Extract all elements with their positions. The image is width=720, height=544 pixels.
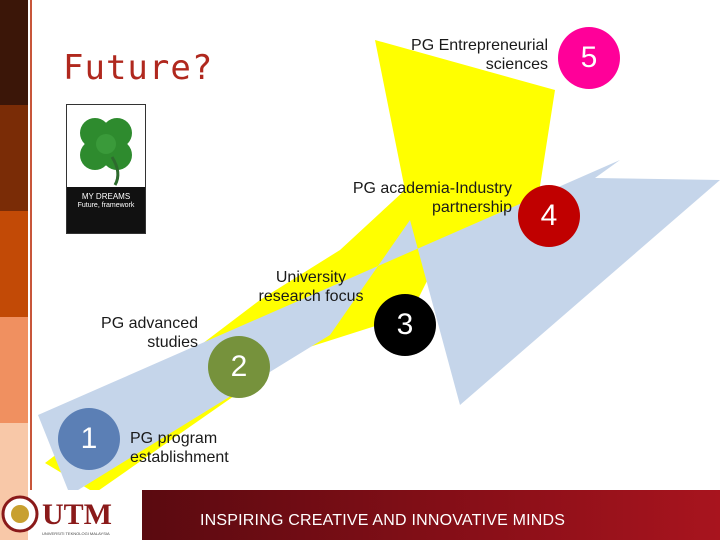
utm-crest-icon: UTM UNIVERSITI TEKNOLOGI MALAYSIA	[1, 495, 112, 536]
utm-logo: UTM UNIVERSITI TEKNOLOGI MALAYSIA	[0, 488, 140, 540]
label-pg-program: PG program establishment	[130, 430, 229, 466]
label-university-research: University research focus	[258, 269, 364, 305]
dreams-caption: MY DREAMS Future, framework	[67, 187, 145, 233]
dreams-subtitle: Future, framework	[77, 202, 135, 209]
badge-5: 5	[558, 27, 620, 89]
badge-1: 1	[58, 408, 120, 470]
footer-tagline: INSPIRING CREATIVE AND INNOVATIVE MINDS	[200, 512, 566, 529]
badge-3: 3	[374, 294, 436, 356]
page-title: Future?	[63, 48, 214, 88]
label-pg-academia: PG academia-Industry partnership	[352, 180, 512, 216]
footer-bar	[142, 490, 720, 540]
left-divider-line	[30, 0, 32, 490]
badge-2: 2	[208, 336, 270, 398]
label-pg-advanced: PG advanced studies	[101, 315, 198, 351]
four-leaf-clover-icon	[80, 118, 132, 186]
label-pg-entrepreneurial: PG Entrepreneurial sciences	[411, 37, 548, 73]
svg-text:UTM: UTM	[42, 498, 112, 531]
dreams-title: MY DREAMS	[81, 192, 131, 201]
svg-text:UNIVERSITI TEKNOLOGI MALAYSIA: UNIVERSITI TEKNOLOGI MALAYSIA	[42, 531, 110, 536]
dreams-card: MY DREAMS Future, framework	[66, 104, 146, 234]
badge-4: 4	[518, 185, 580, 247]
